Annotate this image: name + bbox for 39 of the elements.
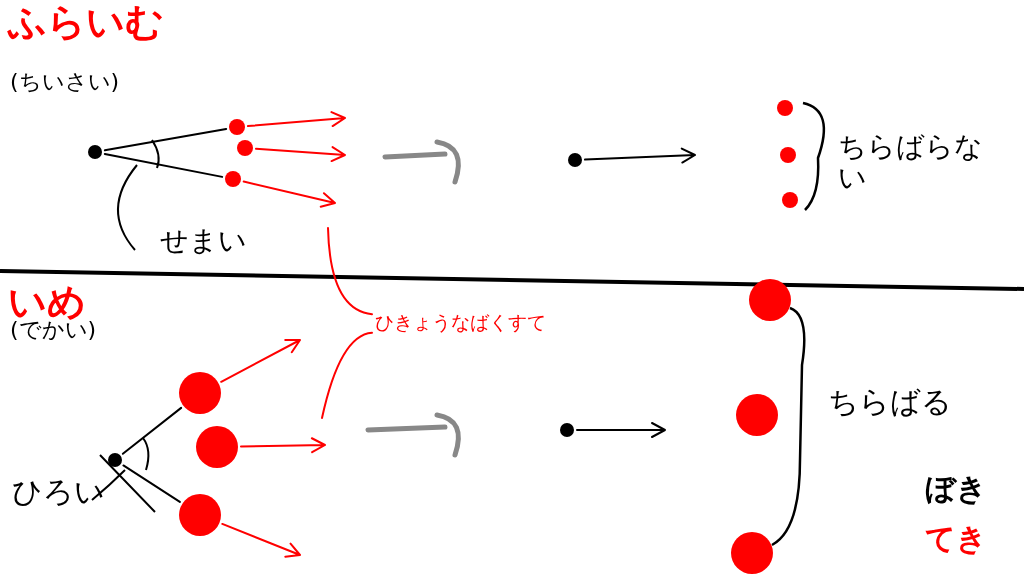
dot <box>179 494 221 536</box>
sight-line <box>103 127 228 152</box>
eye-dot <box>568 153 582 167</box>
arrow <box>240 437 326 454</box>
dot <box>736 394 778 436</box>
leader-line <box>327 227 373 316</box>
arrow <box>584 147 696 164</box>
eye-dot <box>560 423 574 437</box>
annotation: ひきょうなばくすて <box>375 312 546 333</box>
annotation: てき <box>925 522 987 555</box>
sight-line <box>122 464 181 503</box>
arrow <box>576 422 666 438</box>
dot <box>782 192 798 208</box>
dot <box>749 279 791 321</box>
arrow <box>242 180 336 208</box>
eye-dot <box>88 145 102 159</box>
dot <box>229 119 245 135</box>
dot <box>225 171 241 187</box>
eye-dot <box>108 453 122 467</box>
sight-line <box>103 152 224 178</box>
dot <box>237 140 253 156</box>
annotation: せまい <box>160 226 247 257</box>
annotation: ちらばる <box>828 385 952 418</box>
dot <box>196 426 238 468</box>
leader-line <box>321 331 373 419</box>
note: (ちいさい) <box>10 70 120 95</box>
arrow <box>254 146 346 163</box>
annotation: ちらばらない <box>838 132 984 194</box>
dot <box>731 532 773 574</box>
annotation: ひろい <box>12 475 105 508</box>
heading: ふらいむ <box>8 2 164 44</box>
arrow <box>220 338 301 383</box>
arrow <box>221 522 301 558</box>
arrow <box>246 111 346 128</box>
sight-line <box>121 406 183 455</box>
dot <box>780 147 796 163</box>
dot <box>179 372 221 414</box>
dot <box>777 100 793 116</box>
annotation: ぼき <box>925 472 987 505</box>
